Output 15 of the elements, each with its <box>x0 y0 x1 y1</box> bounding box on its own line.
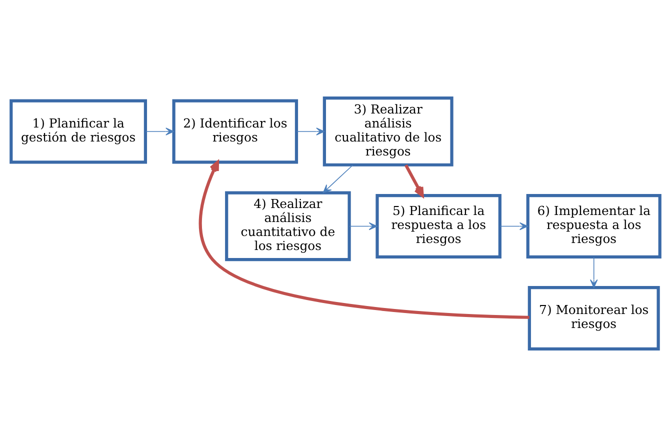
node-box: 2) Identificar los riesgos <box>172 98 298 164</box>
arrow <box>349 222 378 230</box>
node-box: 3) Realizar análisis cualitativo de los riesgos <box>322 96 454 166</box>
arrow <box>590 256 598 288</box>
node-box: 4) Realizar análisis cuantitativo de los riesgos <box>225 190 351 261</box>
node-box: 1) Planificar la gestión de riesgos <box>10 98 148 164</box>
arrow <box>322 164 354 192</box>
node-box: 6) Implementar la respuesta a los riesgos <box>526 194 662 258</box>
node-box: 7) Monitorear los riesgos <box>528 286 660 350</box>
arrow <box>145 127 174 135</box>
arrow <box>198 160 530 318</box>
node-box: 5) Planificar la respuesta a los riesgos <box>376 194 502 258</box>
arrow <box>404 164 424 197</box>
arrow <box>500 222 528 230</box>
arrow <box>296 127 325 135</box>
